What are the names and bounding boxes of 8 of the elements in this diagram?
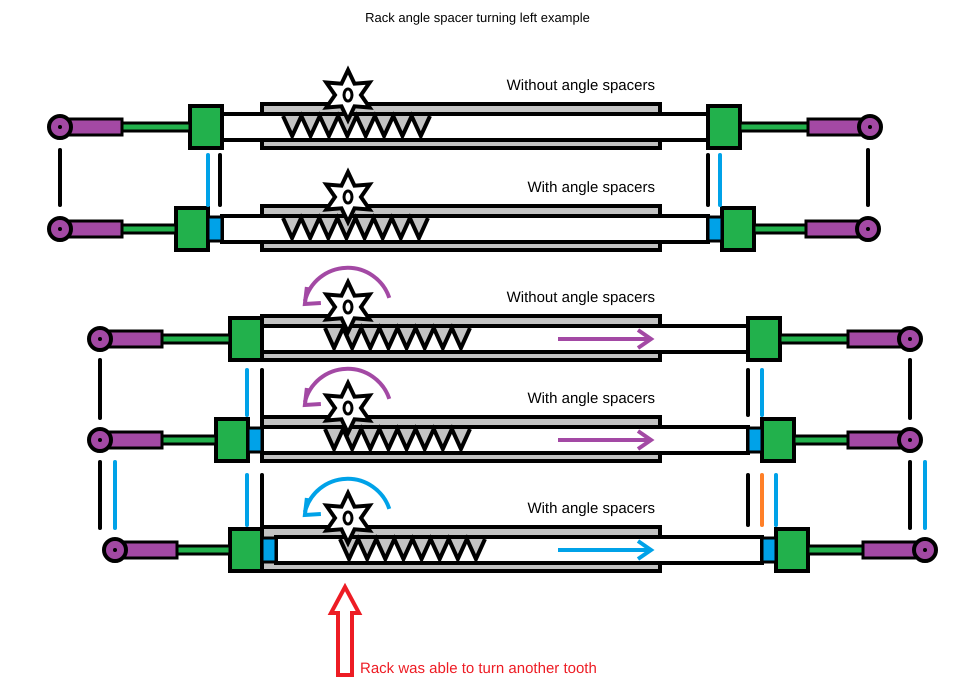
diagram-title: Rack angle spacer turning left example bbox=[364, 10, 591, 25]
block-arrow bbox=[328, 582, 362, 677]
node-label: Without angle spacers bbox=[506, 77, 655, 94]
node-label: With angle spacers bbox=[526, 390, 655, 407]
node-label: With angle spacers bbox=[526, 179, 655, 196]
note-text: Rack was able to turn another tooth bbox=[330, 660, 597, 677]
node-label: With angle spacers bbox=[526, 500, 655, 517]
node-label: Without angle spacers bbox=[506, 289, 655, 306]
